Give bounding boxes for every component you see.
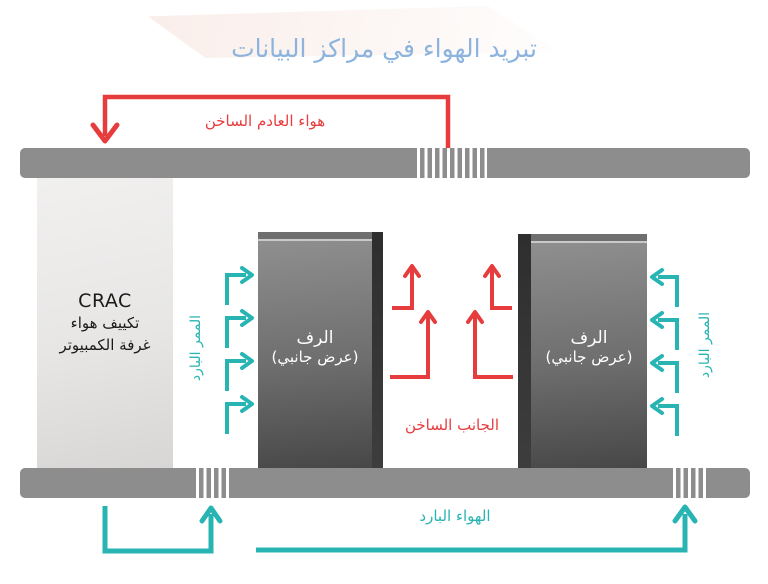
rack-right-label: الرف (عرض جانبي) bbox=[531, 328, 647, 366]
hot-aisle-arrow-icons bbox=[390, 264, 513, 379]
cold-aisle-left-label: الممر البارد bbox=[188, 314, 204, 382]
ceiling-exhaust-vent bbox=[417, 148, 487, 178]
rack-right-hot-face bbox=[518, 234, 531, 468]
rack-left-title: الرف bbox=[296, 328, 334, 348]
cold-air-underfloor-right-arrow-icon bbox=[256, 504, 698, 553]
crac-acronym: CRAC bbox=[78, 290, 132, 312]
rack-left-label: الرف (عرض جانبي) bbox=[258, 328, 372, 366]
hot-side-label: الجانب الساخن bbox=[404, 416, 500, 434]
server-rack-right: الرف (عرض جانبي) bbox=[531, 234, 647, 468]
server-rack-left: الرف (عرض جانبي) bbox=[258, 232, 372, 468]
floor-vent-right bbox=[673, 468, 709, 498]
cold-aisle-right-label: الممر البارد bbox=[697, 311, 713, 379]
cold-air-underfloor-left-arrow-icon bbox=[102, 505, 223, 554]
cold-air-label: الهواء البارد bbox=[419, 507, 491, 525]
page-title: تبريد الهواء في مراكز البيانات bbox=[231, 34, 537, 63]
cold-aisle-left-arrow-icons bbox=[225, 266, 254, 434]
rack-right-subtitle: (عرض جانبي) bbox=[545, 348, 633, 366]
floor-vent-left bbox=[196, 468, 229, 498]
ceiling-bar bbox=[20, 148, 750, 178]
crac-label-line2: تكييف هواء bbox=[70, 314, 140, 332]
rack-left-hot-face bbox=[372, 232, 383, 468]
rack-right-title: الرف bbox=[570, 328, 608, 348]
hot-exhaust-label: هواء العادم الساخن bbox=[204, 112, 326, 130]
crac-label: CRAC تكييف هواء غرفة الكمبيوتر bbox=[37, 290, 173, 356]
rack-left-subtitle: (عرض جانبي) bbox=[271, 348, 359, 366]
hot-exhaust-arrow-icon bbox=[90, 94, 451, 148]
cold-aisle-right-arrow-icons bbox=[650, 268, 679, 436]
background-watermark bbox=[148, 6, 558, 58]
crac-unit: CRAC تكييف هواء غرفة الكمبيوتر bbox=[37, 178, 173, 468]
crac-label-line3: غرفة الكمبيوتر bbox=[59, 336, 151, 354]
raised-floor-bar bbox=[20, 468, 750, 498]
